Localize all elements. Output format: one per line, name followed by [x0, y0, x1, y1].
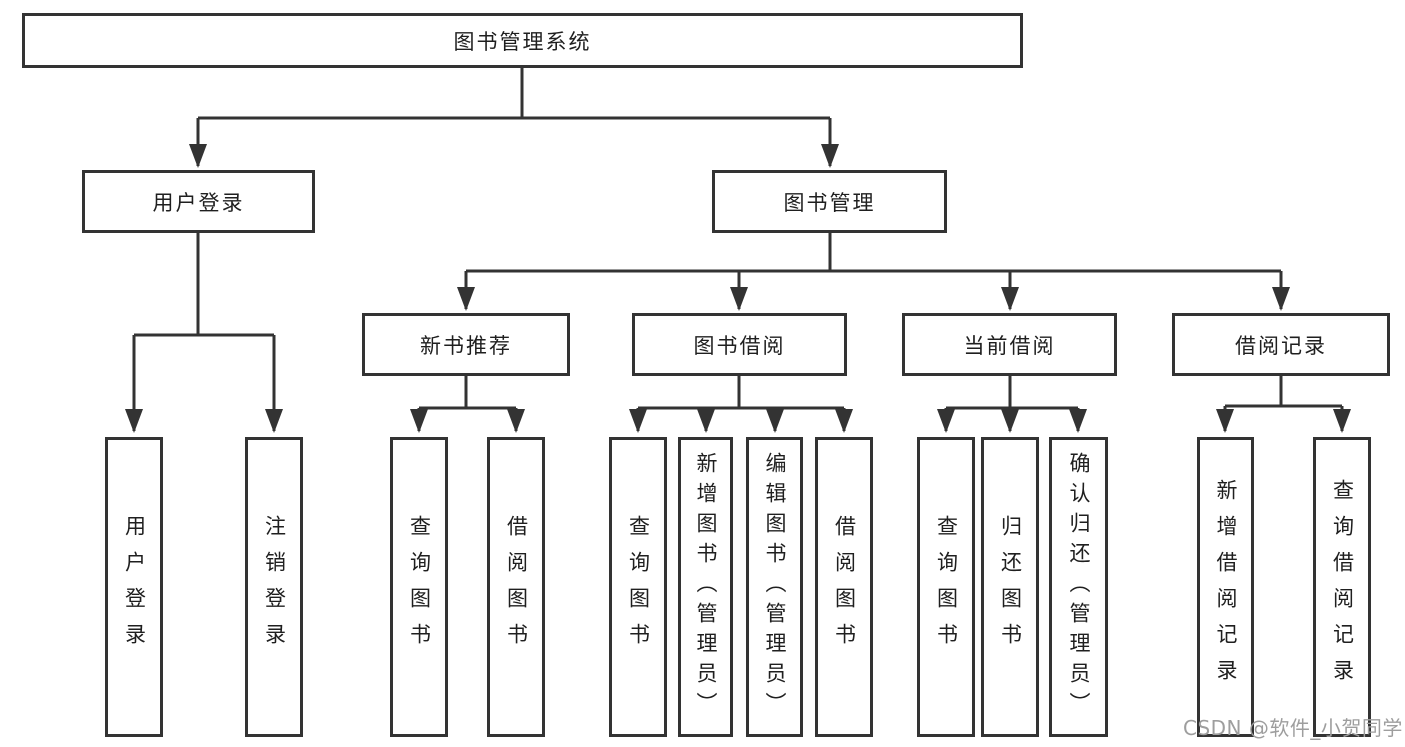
- leaf-label: 查询图书: [407, 515, 432, 659]
- node-new-book-recommend: 新书推荐: [362, 313, 570, 376]
- leaf-logout: 注销登录: [245, 437, 303, 737]
- leaf-label: 注销登录: [262, 515, 287, 659]
- leaf-edit-books-admin: 编辑图书（管理员）: [746, 437, 803, 737]
- leaf-label: 查询图书: [934, 515, 959, 659]
- leaf-query-books-borrow: 查询图书: [609, 437, 667, 737]
- leaf-label: 新增借阅记录: [1214, 479, 1238, 695]
- leaf-label: 新增图书（管理员）: [694, 452, 718, 722]
- node-label: 新书推荐: [420, 333, 512, 358]
- leaf-label: 归还图书: [998, 515, 1023, 659]
- node-label: 用户登录: [152, 190, 245, 215]
- leaf-label: 查询图书: [626, 515, 651, 659]
- node-current-borrow: 当前借阅: [902, 313, 1117, 376]
- leaf-label: 确认归还（管理员）: [1067, 452, 1091, 722]
- node-label: 图书管理系统: [453, 29, 592, 54]
- node-system-root: 图书管理系统: [22, 13, 1023, 68]
- leaf-query-books-recommend: 查询图书: [390, 437, 448, 737]
- node-book-borrow: 图书借阅: [632, 313, 847, 376]
- leaf-add-borrow-record: 新增借阅记录: [1197, 437, 1254, 737]
- node-borrow-records: 借阅记录: [1172, 313, 1390, 376]
- leaf-label: 用户登录: [122, 515, 147, 659]
- node-label: 当前借阅: [963, 333, 1056, 358]
- leaf-query-books-current: 查询图书: [917, 437, 975, 737]
- leaf-return-books: 归还图书: [981, 437, 1039, 737]
- leaf-confirm-return-admin: 确认归还（管理员）: [1049, 437, 1108, 737]
- leaf-label: 借阅图书: [504, 515, 529, 659]
- leaf-label: 编辑图书（管理员）: [763, 452, 787, 722]
- leaf-query-borrow-record: 查询借阅记录: [1313, 437, 1371, 737]
- leaf-user-login: 用户登录: [105, 437, 163, 737]
- node-user-login: 用户登录: [82, 170, 315, 233]
- leaf-borrow-books: 借阅图书: [815, 437, 873, 737]
- leaf-add-books-admin: 新增图书（管理员）: [678, 437, 733, 737]
- leaf-label: 借阅图书: [832, 515, 857, 659]
- leaf-borrow-books-recommend: 借阅图书: [487, 437, 545, 737]
- node-label: 图书管理: [783, 190, 876, 215]
- node-label: 图书借阅: [693, 333, 786, 358]
- csdn-watermark: CSDN @软件_小贺同学: [1183, 716, 1403, 740]
- leaf-label: 查询借阅记录: [1330, 479, 1355, 695]
- node-book-management: 图书管理: [712, 170, 947, 233]
- node-label: 借阅记录: [1235, 333, 1327, 358]
